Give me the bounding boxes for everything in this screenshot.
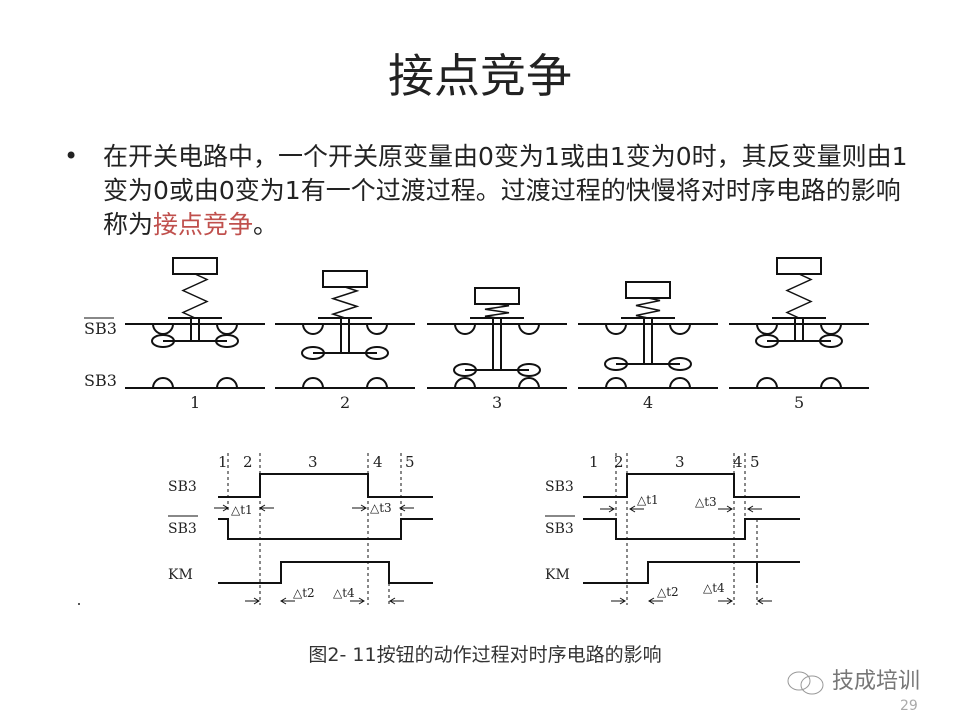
button-cap: [776, 257, 822, 275]
stage-label: 3: [492, 393, 502, 412]
phase-label: 4: [733, 453, 743, 471]
waveform-km: [218, 561, 433, 584]
spring: [330, 286, 360, 319]
button-cap: [172, 257, 218, 275]
stage-label: 5: [794, 393, 804, 412]
highlight-term: 接点竞争: [153, 210, 254, 239]
signal-label: SB3: [168, 479, 197, 495]
phase-label: 4: [373, 453, 383, 471]
button-cap: [474, 287, 520, 305]
signal-label: KM: [168, 567, 193, 583]
phase-label: 1: [589, 453, 599, 471]
phase-label: 5: [750, 453, 760, 471]
delta-label: △t3: [370, 501, 392, 515]
delta-label: △t1: [637, 493, 659, 507]
delta-label: △t2: [293, 586, 315, 600]
switch-stage-3: [427, 287, 567, 389]
switch-stage-2: [275, 270, 415, 389]
body-text: 在开关电路中，一个开关原变量由0变为1或由1变为0时，其反变量则由1变为0或由0…: [103, 142, 908, 239]
signal-label: SB3: [545, 521, 574, 537]
delta-label: △t2: [657, 585, 679, 599]
delta-label: △t3: [695, 495, 717, 509]
watermark: 技成培训: [832, 669, 921, 694]
switch-stage-5: [729, 257, 869, 389]
switch-stages-diagram: [125, 257, 869, 389]
switch-stage-4: [578, 281, 718, 389]
stage-label: 1: [190, 393, 200, 412]
phase-label: 2: [243, 453, 253, 471]
signal-label: KM: [545, 567, 570, 583]
button-cap: [625, 281, 671, 299]
switch-stage-1: [125, 257, 265, 389]
slide-title: 接点竞争: [388, 49, 572, 103]
delta-label: △t4: [333, 586, 355, 600]
phase-label: 3: [675, 453, 685, 471]
dot: [78, 603, 80, 605]
spring: [181, 273, 209, 319]
phase-label: 5: [405, 453, 415, 471]
phase-label: 1: [218, 453, 228, 471]
delta-label: △t1: [231, 503, 253, 517]
spring: [484, 303, 510, 319]
stage-label: 4: [643, 393, 653, 412]
page-number: 29: [900, 698, 918, 714]
signal-label: SB3: [168, 521, 197, 537]
wechat-icon: [787, 671, 824, 695]
row-label-sb3-no: SB3: [84, 371, 117, 390]
signal-label: SB3: [545, 479, 574, 495]
waveform-km: [583, 561, 800, 584]
bullet-text: 在开关电路中，一个开关原变量由0变为1或由1变为0时，其反变量则由1变为0或由0…: [103, 140, 923, 242]
waveform-sb3: [218, 473, 433, 498]
phase-label: 3: [308, 453, 318, 471]
waveform-sb3-bar: [583, 518, 800, 540]
button-cap: [322, 270, 368, 288]
bullet-dot: •: [64, 142, 79, 170]
row-label-sb3-nc: SB3: [84, 319, 117, 338]
figure-caption: 图2- 11按钮的动作过程对时序电路的影响: [308, 644, 662, 666]
stage-label: 2: [340, 393, 350, 412]
waveform-sb3-bar: [218, 518, 433, 540]
spring: [635, 297, 661, 319]
delta-label: △t4: [703, 581, 725, 595]
body-end: 。: [253, 210, 279, 239]
phase-label: 2: [614, 453, 624, 471]
spring: [785, 273, 813, 319]
